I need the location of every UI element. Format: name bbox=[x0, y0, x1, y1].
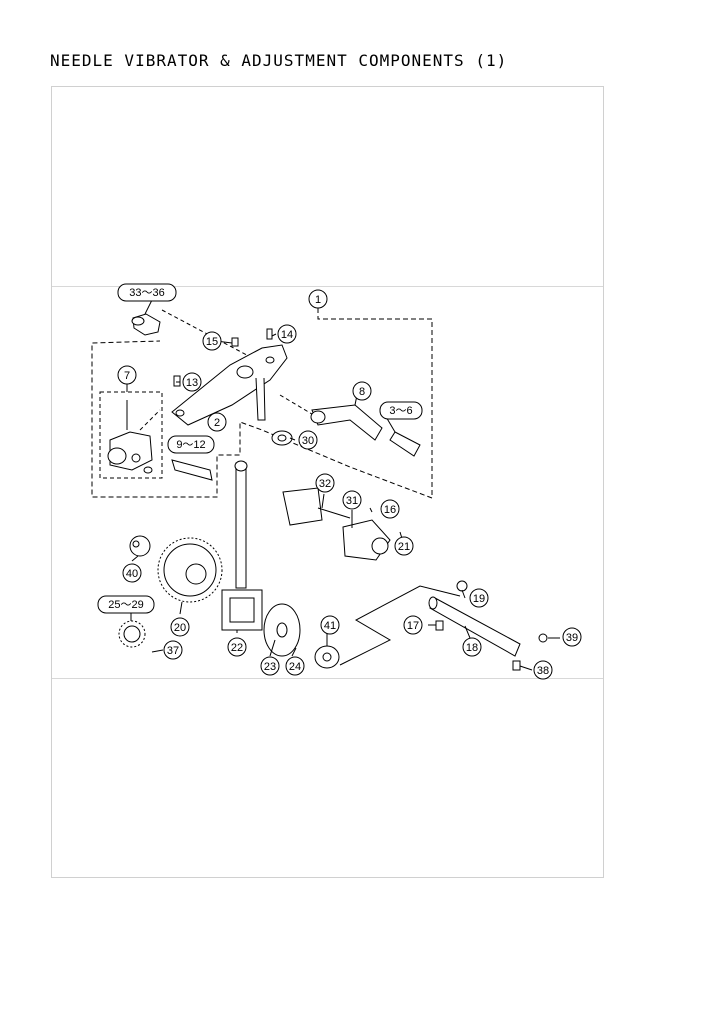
callout-23: 23 bbox=[260, 656, 280, 676]
part-shaft-18 bbox=[428, 580, 548, 671]
callout-20: 20 bbox=[170, 617, 190, 637]
callout-18: 18 bbox=[462, 637, 482, 657]
callout-33-36: 33～36 bbox=[117, 283, 177, 302]
callout-2: 2 bbox=[207, 412, 227, 432]
part-collar-41 bbox=[314, 645, 340, 669]
svg-text:8: 8 bbox=[359, 386, 365, 398]
svg-text:33～36: 33～36 bbox=[129, 287, 164, 299]
svg-text:39: 39 bbox=[566, 632, 578, 644]
svg-text:24: 24 bbox=[289, 661, 301, 673]
part-pin-9 bbox=[171, 459, 213, 481]
callout-39: 39 bbox=[562, 627, 582, 647]
callout-group: 33～36 1 15 14 7 13 8 3～6 bbox=[97, 283, 582, 680]
part-collar-40 bbox=[129, 535, 151, 557]
svg-text:19: 19 bbox=[473, 593, 485, 605]
leader-lines bbox=[126, 299, 560, 671]
callout-37: 37 bbox=[163, 640, 183, 660]
group-outline-1 bbox=[91, 308, 433, 499]
svg-text:40: 40 bbox=[126, 568, 138, 580]
part-bushing-33 bbox=[131, 313, 161, 336]
frame-divider-bottom bbox=[52, 678, 603, 679]
callout-13: 13 bbox=[182, 372, 202, 392]
callout-3-6: 3～6 bbox=[379, 401, 423, 420]
svg-text:31: 31 bbox=[346, 495, 358, 507]
svg-text:32: 32 bbox=[319, 478, 331, 490]
callout-30: 30 bbox=[298, 430, 318, 450]
svg-text:15: 15 bbox=[206, 336, 218, 348]
callout-15: 15 bbox=[202, 331, 222, 351]
svg-text:25～29: 25～29 bbox=[108, 599, 143, 611]
svg-text:3～6: 3～6 bbox=[389, 405, 412, 417]
svg-text:14: 14 bbox=[281, 329, 293, 341]
diagram-frame bbox=[51, 86, 604, 878]
callout-24: 24 bbox=[285, 656, 305, 676]
page-title: NEEDLE VIBRATOR & ADJUSTMENT COMPONENTS … bbox=[50, 51, 508, 70]
svg-text:30: 30 bbox=[302, 435, 314, 447]
callout-25-29: 25～29 bbox=[97, 595, 155, 614]
svg-text:21: 21 bbox=[398, 541, 410, 553]
callout-32: 32 bbox=[315, 473, 335, 493]
callout-21: 21 bbox=[394, 536, 414, 556]
part-gear-25 bbox=[118, 620, 146, 648]
part-rod-22 bbox=[221, 460, 263, 631]
svg-text:2: 2 bbox=[214, 417, 220, 429]
svg-text:16: 16 bbox=[384, 504, 396, 516]
part-link-8 bbox=[310, 404, 383, 441]
svg-text:37: 37 bbox=[167, 645, 179, 657]
part-arm-2 bbox=[171, 344, 288, 426]
svg-text:1: 1 bbox=[315, 294, 321, 306]
callout-41: 41 bbox=[320, 615, 340, 635]
part-gear-20 bbox=[157, 537, 223, 603]
svg-text:18: 18 bbox=[466, 642, 478, 654]
part-block-7 bbox=[107, 400, 153, 474]
frame-divider-top bbox=[52, 286, 603, 287]
svg-text:17: 17 bbox=[407, 620, 419, 632]
callout-22: 22 bbox=[227, 637, 247, 657]
part-block-31 bbox=[342, 519, 391, 561]
callout-40: 40 bbox=[122, 563, 142, 583]
callout-9-12: 9～12 bbox=[167, 435, 215, 454]
svg-text:22: 22 bbox=[231, 642, 243, 654]
callout-7: 7 bbox=[117, 365, 137, 385]
part-pin-3 bbox=[389, 431, 421, 457]
callout-19: 19 bbox=[469, 588, 489, 608]
svg-text:9～12: 9～12 bbox=[176, 439, 205, 451]
svg-text:23: 23 bbox=[264, 661, 276, 673]
svg-text:7: 7 bbox=[124, 370, 130, 382]
svg-text:41: 41 bbox=[324, 620, 336, 632]
svg-text:38: 38 bbox=[537, 665, 549, 677]
callout-14: 14 bbox=[277, 324, 297, 344]
group-outline-7 bbox=[99, 391, 163, 479]
svg-text:13: 13 bbox=[186, 377, 198, 389]
part-collar-30 bbox=[271, 430, 293, 446]
leader-dashed bbox=[139, 309, 323, 431]
callout-8: 8 bbox=[352, 381, 372, 401]
callout-38: 38 bbox=[533, 660, 553, 680]
callout-31: 31 bbox=[342, 490, 362, 510]
callout-16: 16 bbox=[380, 499, 400, 519]
part-screws bbox=[173, 328, 273, 387]
part-plate-32 bbox=[282, 487, 351, 526]
callout-1: 1 bbox=[308, 289, 328, 309]
callout-17: 17 bbox=[403, 615, 423, 635]
part-disk-23 bbox=[263, 603, 301, 657]
svg-text:20: 20 bbox=[174, 622, 186, 634]
